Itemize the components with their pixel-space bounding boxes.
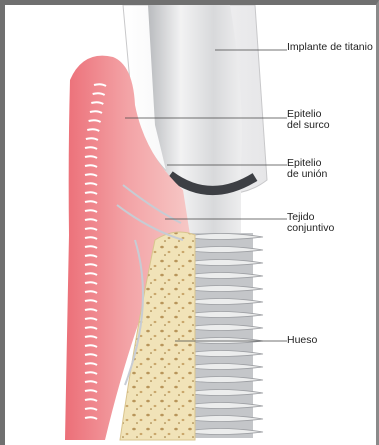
- label-epitelio-union: Epitelio de unión: [287, 158, 327, 180]
- label-implante: Implante de titanio: [287, 42, 373, 53]
- label-hueso: Hueso: [287, 335, 317, 346]
- label-epitelio-surco: Epitelio del surco: [287, 109, 330, 131]
- label-tejido: Tejido conjuntivo: [287, 212, 334, 234]
